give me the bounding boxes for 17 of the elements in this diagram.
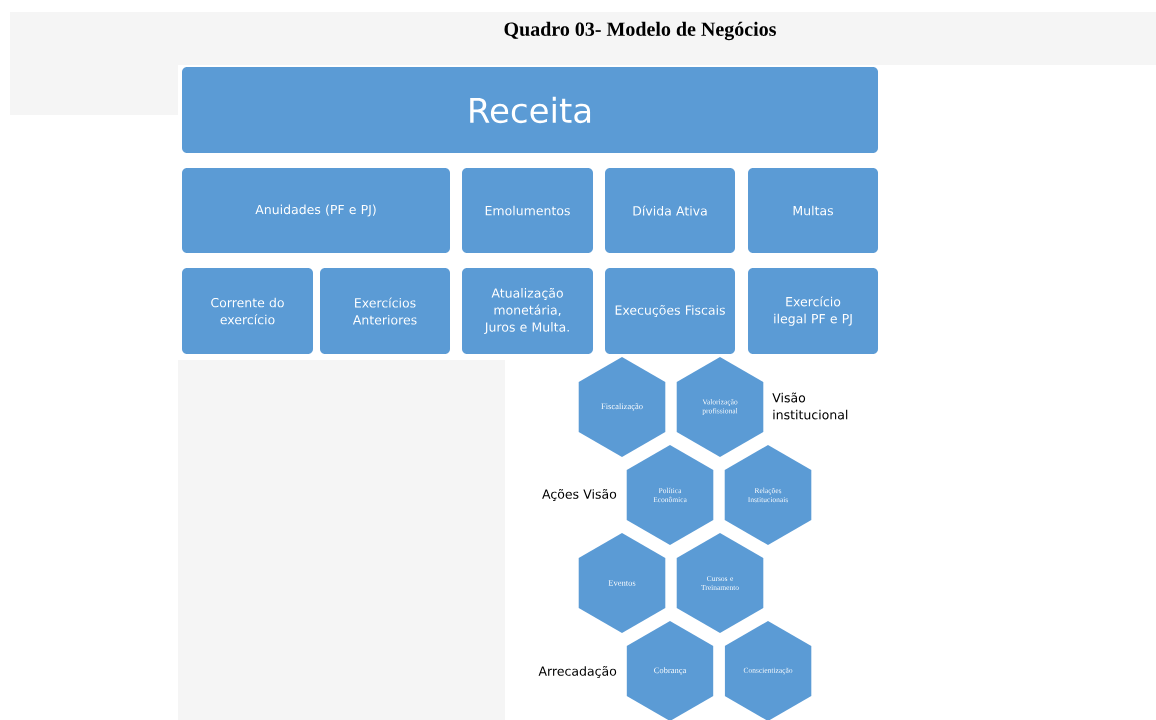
side-label: Visão institucional xyxy=(772,392,848,420)
category-box: Emolumentos xyxy=(462,168,593,253)
hexagon: Eventos xyxy=(578,533,666,633)
side-label: Arrecadação xyxy=(538,665,617,679)
category-box: Corrente do exercício xyxy=(182,268,313,354)
category-box: Exercícios Anteriores xyxy=(320,268,450,354)
category-box: Anuidades (PF e PJ) xyxy=(182,168,450,253)
category-box: Atualização monetária, Juros e Multa. xyxy=(462,268,593,354)
category-box: Dívida Ativa xyxy=(605,168,735,253)
title: Quadro 03- Modelo de Negócios xyxy=(504,21,776,41)
category-box: Exercício ilegal PF e PJ xyxy=(748,268,878,354)
side-label: Ações Visão xyxy=(542,488,617,502)
category-box: Execuções Fiscais xyxy=(605,268,735,354)
category-box: Multas xyxy=(748,168,878,253)
hexagon: Cobrança xyxy=(626,621,714,720)
hexagon: Fiscalização xyxy=(578,357,666,457)
category-box: Receita xyxy=(182,67,878,153)
